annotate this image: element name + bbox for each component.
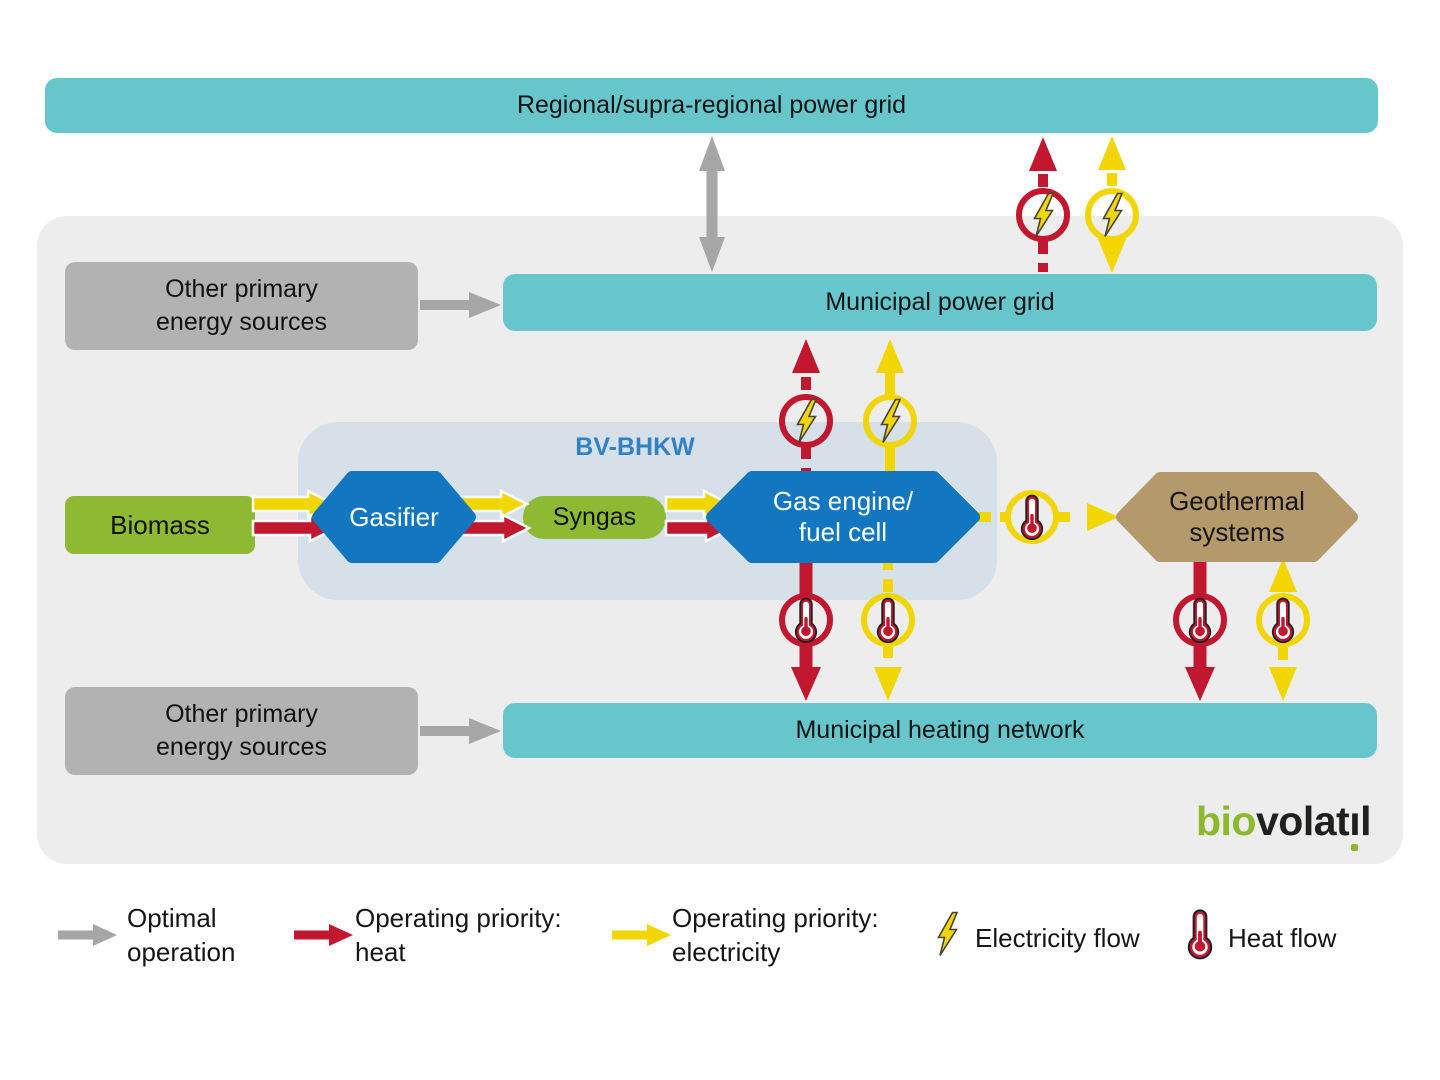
municipal-heating-network-label: Municipal heating network (795, 716, 1085, 744)
other-primary-top-label: Other primary energy sources (156, 275, 327, 336)
thermometer-icon (1187, 909, 1213, 960)
logo-bio: bio (1196, 798, 1256, 844)
logo-underdot (1351, 844, 1359, 851)
biomass-box: Biomass (65, 496, 255, 554)
other-primary-energy-sources-top-box: Other primary energy sources (65, 262, 418, 350)
legend-priority-electricity-label: Operating priority: electricity (672, 903, 879, 967)
up-arrowhead-icon (699, 136, 725, 171)
biomass-label: Biomass (110, 509, 210, 540)
bv-bhkw-label: BV-BHKW (575, 433, 695, 461)
regional-grid-bar: Regional/supra-regional power grid (45, 78, 1378, 133)
gray-arrow-icon (58, 924, 117, 946)
logo-il: ıl (1349, 798, 1371, 844)
legend-optimal-operation-label: Optimal operation (127, 903, 236, 967)
geothermal-systems-label: Geothermal systems (1169, 486, 1305, 547)
other-primary-energy-sources-bottom-box: Other primary energy sources (65, 687, 418, 775)
other-primary-bottom-label: Other primary energy sources (156, 700, 327, 761)
red-arrow-icon (294, 924, 353, 946)
yellow-arrow-icon (612, 924, 671, 946)
logo-volat: volat (1255, 798, 1350, 844)
municipal-heating-network-bar: Municipal heating network (503, 703, 1377, 758)
lightning-bolt-icon (937, 911, 958, 957)
regional-grid-label: Regional/supra-regional power grid (516, 91, 907, 119)
up-arrowhead-icon (1029, 137, 1057, 171)
gasifier-label: Gasifier (349, 501, 439, 532)
syngas-box: Syngas (523, 496, 666, 539)
gas-engine-fuel-cell-label: Gas engine/ fuel cell (772, 486, 914, 547)
legend-heat-flow-label: Heat flow (1228, 923, 1337, 953)
legend-electricity-flow-label: Electricity flow (975, 923, 1140, 953)
up-arrowhead-icon (1098, 136, 1126, 170)
municipal-power-grid-label: Municipal power grid (825, 288, 1055, 316)
syngas-label: Syngas (552, 503, 637, 531)
municipal-power-grid-bar: Municipal power grid (503, 274, 1377, 331)
legend-priority-heat-label: Operating priority: heat (355, 903, 562, 967)
biovolatil-logo: biovolatıl (1196, 798, 1371, 851)
